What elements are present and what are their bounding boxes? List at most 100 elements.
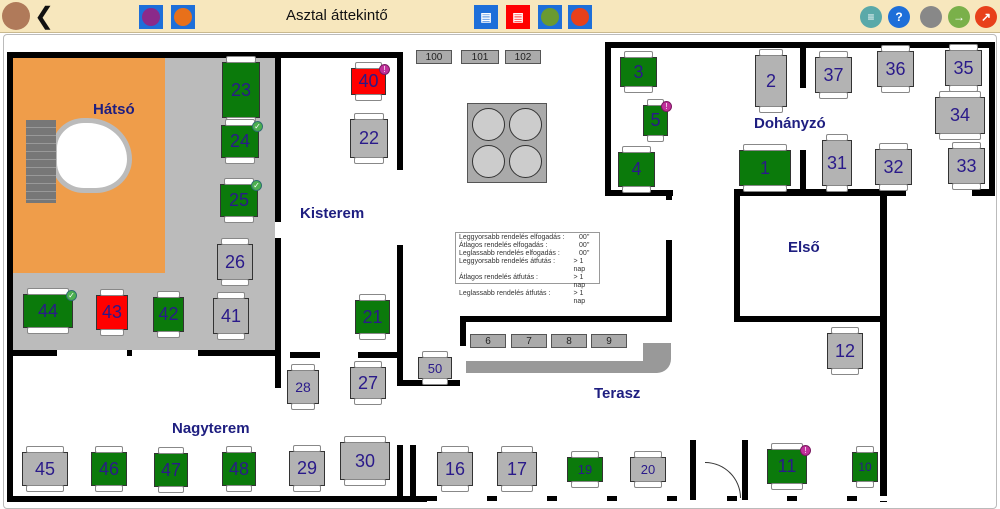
table-101[interactable]: 101 <box>461 50 499 64</box>
room-label-terasz: Terasz <box>594 385 641 402</box>
money-bag-icon[interactable] <box>538 5 562 29</box>
room-label-dohanyzo: Dohányzó <box>754 115 826 132</box>
table-5[interactable]: 5! <box>643 99 672 142</box>
table-4[interactable]: 4 <box>618 146 655 193</box>
table-29[interactable]: 29 <box>289 445 325 492</box>
room-label-nagyterem: Nagyterem <box>172 420 250 437</box>
wall <box>800 150 806 192</box>
table-100[interactable]: 100 <box>416 50 452 64</box>
wall <box>410 445 416 502</box>
wall <box>275 52 281 222</box>
table-20[interactable]: 20 <box>630 451 666 488</box>
cash-register-icon[interactable]: ▤ <box>474 5 498 29</box>
stat-row: Leggyorsabb rendelés átfutás :> 1 nap <box>459 258 586 273</box>
wall <box>605 190 673 196</box>
table-44[interactable]: 44✓ <box>23 288 77 334</box>
alert-icon: ! <box>800 445 811 456</box>
table-9[interactable]: 9 <box>591 334 627 348</box>
chevron-left-icon[interactable]: ❮ <box>34 3 55 30</box>
list-icon[interactable]: ≡ <box>860 6 882 28</box>
wall <box>7 350 57 356</box>
wall <box>972 189 995 196</box>
table-6[interactable]: 6 <box>470 334 506 348</box>
wifi-badge-icon[interactable] <box>171 5 195 29</box>
wall <box>460 316 466 346</box>
wall <box>666 240 672 322</box>
table-3[interactable]: 3 <box>620 51 657 93</box>
wall <box>460 316 672 322</box>
table-8[interactable]: 8 <box>551 334 587 348</box>
alert-icon: ! <box>379 64 390 75</box>
table-32[interactable]: 32 <box>875 143 912 191</box>
table-48[interactable]: 48 <box>222 446 256 492</box>
wall <box>690 440 696 500</box>
table-37[interactable]: 37 <box>815 51 852 99</box>
wall <box>7 52 403 58</box>
wall <box>989 42 995 196</box>
table-10[interactable]: 10 <box>852 446 878 488</box>
table-41[interactable]: 41 <box>213 292 249 340</box>
table-30[interactable]: 30 <box>340 436 390 486</box>
login-icon[interactable] <box>139 5 163 29</box>
table-31[interactable]: 31 <box>822 134 852 192</box>
export-icon[interactable] <box>568 5 592 29</box>
table-7[interactable]: 7 <box>511 334 547 348</box>
stat-row: Leglassabb rendelés elfogadás :00'' <box>459 250 590 257</box>
enter-icon[interactable]: → <box>948 6 970 28</box>
wall <box>397 445 403 502</box>
table-17[interactable]: 17 <box>497 446 537 492</box>
pond <box>52 118 132 193</box>
wall <box>198 350 281 356</box>
wall <box>397 245 403 385</box>
table-28[interactable]: 28 <box>287 364 319 410</box>
table-40[interactable]: 40! <box>351 62 390 101</box>
table-21[interactable]: 21 <box>355 294 390 340</box>
help-icon[interactable]: ? <box>888 6 910 28</box>
table-22[interactable]: 22 <box>350 113 388 164</box>
wall <box>427 496 887 501</box>
table-12[interactable]: 12 <box>827 327 863 375</box>
cash-register-red-icon[interactable]: ▤ <box>506 5 530 29</box>
wall <box>666 190 672 200</box>
check-icon: ✓ <box>66 290 77 301</box>
wall <box>7 52 13 502</box>
table-45[interactable]: 45 <box>22 446 68 492</box>
wall <box>734 316 886 322</box>
table-46[interactable]: 46 <box>91 446 127 492</box>
table-23[interactable]: 23 <box>222 56 260 124</box>
stat-row: Leglassabb rendelés átfutás :> 1 nap <box>459 290 586 305</box>
table-26[interactable]: 26 <box>217 238 253 286</box>
status-dot-icon[interactable] <box>920 6 942 28</box>
stove <box>467 103 547 183</box>
table-102[interactable]: 102 <box>505 50 541 64</box>
avatar[interactable] <box>2 2 30 30</box>
table-34[interactable]: 34 <box>935 91 985 140</box>
table-43[interactable]: 43 <box>96 289 128 336</box>
table-25[interactable]: 25✓ <box>220 178 262 223</box>
wall <box>880 196 887 502</box>
deck <box>26 120 56 203</box>
table-24[interactable]: 24✓ <box>221 119 263 164</box>
page-title: Asztal áttekintő <box>286 7 388 24</box>
table-47[interactable]: 47 <box>154 447 188 493</box>
table-16[interactable]: 16 <box>437 446 473 492</box>
table-50[interactable]: 50 <box>418 351 452 385</box>
table-35[interactable]: 35 <box>945 44 982 92</box>
table-42[interactable]: 42 <box>153 291 184 338</box>
wall <box>734 189 906 196</box>
table-1[interactable]: 1 <box>739 144 791 192</box>
wall <box>127 350 132 356</box>
check-icon: ✓ <box>252 121 263 132</box>
stat-row: Átlagos rendelés elfogadás :00'' <box>459 242 590 249</box>
table-19[interactable]: 19 <box>567 451 603 488</box>
wall <box>734 189 740 322</box>
table-33[interactable]: 33 <box>948 142 985 190</box>
table-36[interactable]: 36 <box>877 45 914 93</box>
wall <box>290 352 320 358</box>
table-11[interactable]: 11! <box>767 443 811 490</box>
exit-icon[interactable]: ↗ <box>975 6 997 28</box>
wall <box>275 238 281 388</box>
table-2[interactable]: 2 <box>755 49 787 113</box>
table-27[interactable]: 27 <box>350 361 386 405</box>
wall <box>742 440 748 500</box>
